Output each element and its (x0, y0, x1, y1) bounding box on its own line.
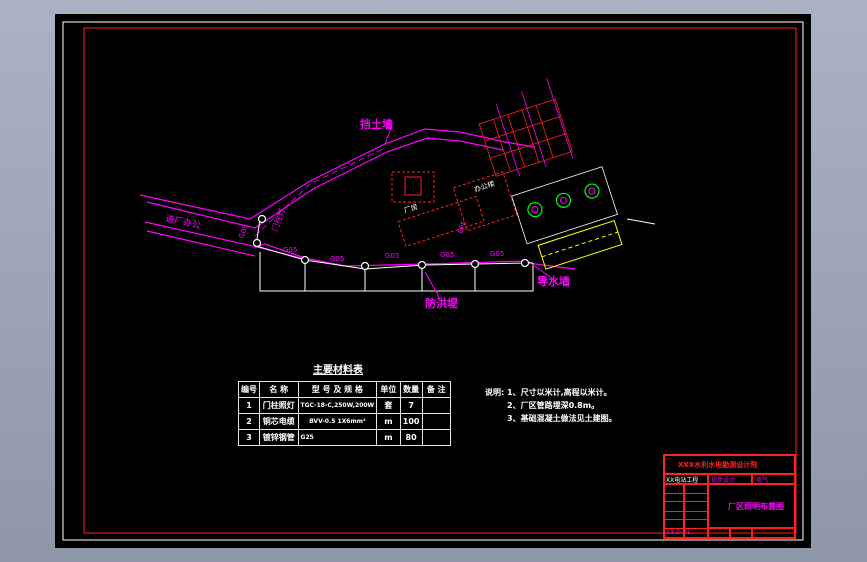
cell-qty: 7 (399, 397, 423, 414)
cell-spec: BVV-0.5 1X6mm² (297, 413, 378, 430)
col-header-qty: 数量 (399, 381, 423, 398)
cell-remark (421, 429, 452, 446)
light-pole-3 (300, 255, 310, 265)
light-pole-6 (470, 259, 480, 269)
tb-signature-row-2 (664, 511, 708, 520)
tb-company: XXX水利水电勘测设计院 (678, 461, 758, 469)
label-office: 办公楼 (473, 179, 496, 194)
light-pole-1 (257, 214, 267, 224)
col-header-spec: 型 号 及 规 格 (297, 381, 378, 398)
pole-code-3: G05 (330, 255, 344, 263)
pole-code-6: G05 (490, 250, 504, 258)
cell-qty: 100 (399, 413, 423, 430)
label-flood-wall: 防洪堤 (425, 296, 459, 310)
tb-part: 电气 (756, 477, 769, 484)
powerhouse-outline (397, 195, 485, 248)
note-item-3: 3、基础混凝土做法见土建图。 (507, 414, 617, 423)
cell-qty: 80 (399, 429, 423, 446)
table-row: 2 铜芯电缆 BVV-0.5 1X6mm² m 100 (238, 413, 452, 430)
pole-code-2: G05 (283, 246, 297, 254)
col-header-no: 编号 (238, 381, 260, 398)
cell-name: 门柱照灯 (259, 397, 299, 414)
light-pole-2 (252, 238, 262, 248)
title-block: XXX水利水电勘测设计院 XX电站工程 初步设计 电气 厂区照明布置图 XX-D… (663, 454, 796, 539)
road-centerline (254, 147, 386, 237)
table-row: 1 门柱照灯 TGC-18-C,250W,200W 套 7 (238, 397, 452, 414)
site-plan-drawing: 挡土墙 进厂办公 门柱灯 防洪堤 导水墙 厂房 办公楼 6PE G05 G05 … (62, 21, 804, 541)
pole-code-1: G05 (237, 223, 249, 239)
cable-route (255, 218, 534, 292)
leader-lines (384, 125, 554, 300)
tb-project-cell (664, 474, 708, 484)
cell-no: 1 (238, 397, 260, 414)
cell-no: 2 (238, 413, 260, 430)
cell-remark (421, 413, 452, 430)
col-header-unit: 单位 (376, 381, 401, 398)
tb-drawing-title: 厂区照明布置图 (728, 502, 784, 511)
tb-part-cell (752, 474, 795, 484)
tb-number-cell (664, 528, 708, 538)
note-item-2: 2、厂区管路埋深0.8m。 (507, 401, 600, 410)
cell-name: 铜芯电缆 (259, 413, 299, 430)
tb-date-cell (752, 528, 795, 538)
light-poles (252, 214, 530, 271)
light-pole-4 (360, 261, 370, 271)
pole-code-5: G05 (440, 251, 454, 259)
materials-table: 编号 名 称 型 号 及 规 格 单位 数量 备 注 1 门柱照灯 TGC-18… (238, 381, 452, 446)
inner-frame (83, 27, 797, 534)
note-item-1: 1、尺寸以米计,高程以米计。 (507, 388, 612, 397)
transformer-building (391, 171, 435, 203)
notes-lead: 说明: (485, 388, 505, 397)
light-pole-7 (520, 258, 530, 268)
cell-name: 镀锌钢管 (259, 429, 299, 446)
tb-project: XX电站工程 (666, 477, 699, 484)
office-outline (452, 171, 518, 232)
label-guide-wall: 导水墙 (537, 274, 570, 288)
materials-header-row: 编号 名 称 型 号 及 规 格 单位 数量 备 注 (238, 381, 452, 398)
cell-spec: TGC-18-C,250W,200W (297, 397, 378, 414)
cell-no: 3 (238, 429, 260, 446)
tb-drawing-no: XX-D-01 (666, 529, 691, 536)
light-pole-5 (417, 260, 427, 270)
label-retaining-wall: 挡土墙 (360, 117, 393, 131)
cell-remark (421, 397, 452, 414)
cell-unit: m (376, 413, 401, 430)
tb-signature-row-1 (664, 493, 708, 502)
pole-code-4: G05 (385, 252, 399, 260)
notes-line-1: 说明: 1、尺寸以米计,高程以米计。 (485, 386, 617, 399)
tb-title-cell (708, 484, 795, 528)
materials-table-title: 主要材料表 (313, 365, 363, 376)
tb-company-cell (664, 455, 795, 474)
label-factory-road: 进厂办公 (164, 212, 202, 231)
cad-drawing-canvas[interactable]: 挡土墙 进厂办公 门柱灯 防洪堤 导水墙 厂房 办公楼 6PE G05 G05 … (55, 14, 811, 548)
cell-unit: 套 (376, 397, 401, 414)
outer-border (62, 21, 804, 541)
tb-stage: 初步设计 (711, 477, 736, 484)
pole-code-labels: G05 G05 G05 G05 G05 G05 (237, 223, 504, 263)
col-header-remark: 备 注 (421, 381, 452, 398)
tb-stage-cell (708, 474, 752, 484)
tb-sheet-cell (730, 528, 752, 538)
tb-scale-cell (708, 528, 730, 538)
plant-buildings (391, 77, 656, 270)
table-row: 3 镀锌钢管 G25 m 80 (238, 429, 452, 446)
transformer-symbol (404, 176, 422, 196)
cell-spec: G25 (297, 429, 378, 446)
label-pipe: 6PE (456, 220, 468, 235)
col-header-name: 名 称 (259, 381, 299, 398)
label-powerhouse: 厂房 (403, 202, 419, 215)
drawing-notes: 说明: 1、尺寸以米计,高程以米计。 2、厂区管路埋深0.8m。 3、基础混凝土… (485, 386, 617, 425)
road-edge-lines (139, 128, 576, 270)
cell-unit: m (376, 429, 401, 446)
